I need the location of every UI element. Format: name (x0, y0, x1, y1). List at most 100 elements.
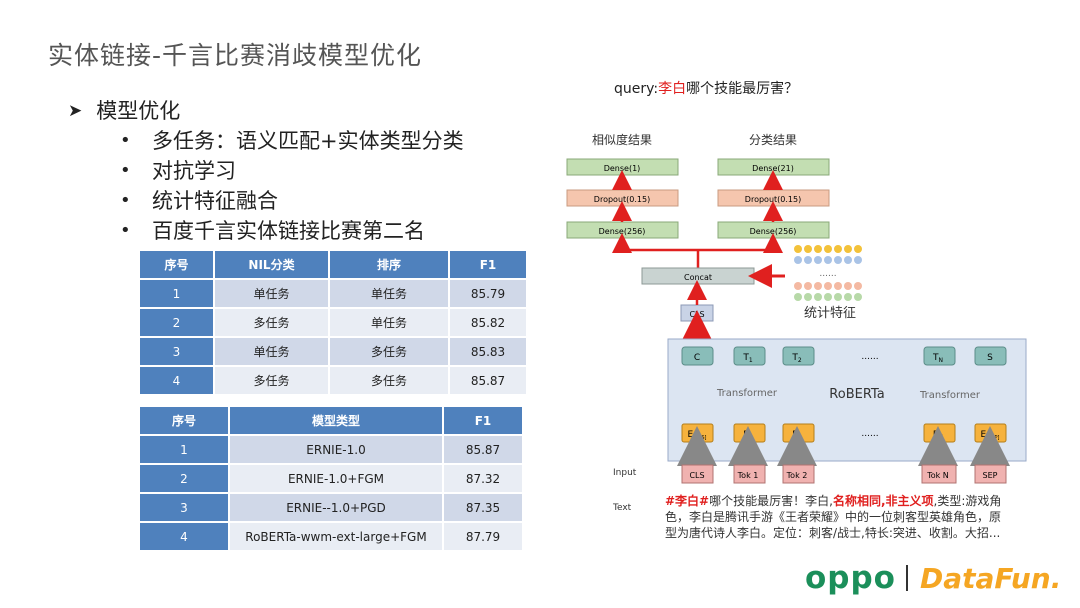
table-cell: 1 (140, 280, 213, 307)
table-cell: 85.87 (450, 367, 526, 394)
split-arrows (612, 233, 783, 268)
input-token-label: Tok 2 (786, 471, 808, 480)
dot-bullet-icon: • (120, 160, 131, 181)
slide-title: 实体链接-千言比赛消歧模型优化 (48, 41, 423, 70)
table-header: NIL分类 (215, 251, 328, 278)
query-rest: 哪个技能最厉害？ (686, 81, 799, 97)
text-line: 色，李白是腾讯手游《王者荣耀》中的一位刺客型英雄角色，原 (665, 509, 1001, 524)
table-header: 序号 (140, 251, 213, 278)
table-cell: 85.82 (450, 309, 526, 336)
similarity-stack: Dense(1) Dropout(0.15) Dense(256) (566, 158, 679, 239)
table-row: 2 多任务 单任务 85.82 (140, 309, 526, 336)
text-label: Text (612, 503, 632, 513)
bullet-item: • 对抗学习 (120, 156, 464, 186)
dense-label: Dense(256) (599, 227, 646, 236)
text-line: #李白#哪个技能最厉害！李白,名称相同,非主义项,类型:游戏角 (665, 493, 1001, 508)
table-cell: 多任务 (215, 367, 328, 394)
table-row: 1 ERNIE-1.0 85.87 (140, 436, 522, 463)
table-cell: 4 (140, 523, 228, 550)
table-cell: 多任务 (215, 309, 328, 336)
table-cell: 85.87 (444, 436, 522, 463)
table-row: 4 RoBERTa-wwm-ext-large+FGM 87.79 (140, 523, 522, 550)
arrow-bullet-icon: ➤ (68, 101, 83, 121)
datafun-logo: DataFun. (919, 561, 1062, 595)
table-cell: 87.32 (444, 465, 522, 492)
table-cell: 4 (140, 367, 213, 394)
input-token-label: CLS (689, 471, 704, 480)
statistical-features: ...... 统计特征 (748, 245, 862, 321)
table-header-row: 序号 模型类型 F1 (140, 407, 522, 434)
bullet-item: •多任务：语义匹配+实体类型分类 (120, 126, 464, 156)
model-architecture-diagram: 相似度结果 分类结果 Dense(1) Dropout(0.15) Dense(… (566, 132, 1027, 540)
table-cell: 85.79 (450, 280, 526, 307)
table-cell: 1 (140, 436, 228, 463)
table-header-row: 序号 NIL分类 排序 F1 (140, 251, 526, 278)
table-cell: 单任务 (215, 338, 328, 365)
input-label: Input (613, 468, 637, 478)
cls-label: CLS (689, 310, 704, 319)
transformer-label: Transformer (919, 390, 981, 401)
token-label: C (694, 353, 700, 363)
token-label: T2 (791, 353, 802, 364)
model-type-table: 序号 模型类型 F1 1 ERNIE-1.0 85.87 2 ERNIE-1.0… (138, 405, 524, 552)
table-cell: 单任务 (215, 280, 328, 307)
classification-head-label: 分类结果 (749, 133, 797, 147)
table-cell: RoBERTa-wwm-ext-large+FGM (230, 523, 442, 550)
similarity-head-label: 相似度结果 (592, 132, 652, 147)
table-row: 3 ERNIE--1.0+PGD 87.35 (140, 494, 522, 521)
nil-ranking-table: 序号 NIL分类 排序 F1 1 单任务 单任务 85.79 2 多任务 单任务… (138, 249, 528, 396)
table-cell: 多任务 (330, 338, 448, 365)
table-cell: 3 (140, 338, 213, 365)
dense-label: Dense(1) (604, 164, 641, 173)
table-header: 排序 (330, 251, 448, 278)
dropout-label: Dropout(0.15) (745, 195, 801, 204)
concat-label: Concat (684, 273, 712, 282)
logo-divider (905, 565, 908, 591)
query-entity: 李白 (658, 81, 687, 97)
token-label: T1 (742, 353, 753, 364)
table-header: 模型类型 (230, 407, 442, 434)
table-cell: 多任务 (330, 367, 448, 394)
table-cell: 单任务 (330, 309, 448, 336)
table-cell: 2 (140, 465, 228, 492)
table-cell: ERNIE-1.0+FGM (230, 465, 442, 492)
table-cell: 85.83 (450, 338, 526, 365)
bullet-main-text: 模型优化 (96, 99, 181, 123)
footer-logos: oppo DataFun. (805, 560, 1061, 596)
bullet-main: ➤ 模型优化 (68, 96, 464, 126)
token-label: S (987, 353, 993, 363)
bullet-item-text: 百度千言实体链接比赛第二名 (152, 219, 425, 243)
table-header: F1 (450, 251, 526, 278)
table-header: F1 (444, 407, 522, 434)
input-arrows (677, 426, 1010, 466)
classification-stack: Dense(21) Dropout(0.15) Dense(256) (717, 158, 830, 239)
bullet-list: ➤ 模型优化 •多任务：语义匹配+实体类型分类 •对抗学习 •统计特征融合 •百… (68, 96, 464, 246)
dot-bullet-icon: • (120, 130, 131, 151)
table-cell: 87.79 (444, 523, 522, 550)
table-header: 序号 (140, 407, 228, 434)
token-ellipsis: ...... (861, 352, 878, 362)
dot-bullet-icon: • (120, 190, 131, 211)
embedding-ellipsis: ...... (861, 429, 878, 439)
roberta-encoder (667, 338, 1027, 462)
table-cell: ERNIE--1.0+PGD (230, 494, 442, 521)
input-token-label: Tok 1 (737, 471, 759, 480)
input-tokens: CLS Tok 1 Tok 2 Tok N SEP (681, 464, 1007, 484)
dense-label: Dense(21) (752, 164, 794, 173)
table-row: 3 单任务 多任务 85.83 (140, 338, 526, 365)
input-token-label: Tok N (926, 471, 949, 480)
table-row: 1 单任务 单任务 85.79 (140, 280, 526, 307)
dropout-label: Dropout(0.15) (594, 195, 650, 204)
table-cell: 2 (140, 309, 213, 336)
oppo-logo: oppo (805, 560, 896, 596)
table-cell: ERNIE-1.0 (230, 436, 442, 463)
dot-bullet-icon: • (120, 220, 131, 241)
stat-dots: ...... (819, 269, 836, 279)
token-label: TN (932, 353, 943, 364)
stat-features-label: 统计特征 (804, 306, 856, 321)
bullet-item-text: 对抗学习 (152, 159, 236, 183)
table-cell: 单任务 (330, 280, 448, 307)
table-cell: 3 (140, 494, 228, 521)
roberta-label: RoBERTa (829, 387, 884, 402)
query-text: query:李白哪个技能最厉害？ (614, 78, 798, 98)
